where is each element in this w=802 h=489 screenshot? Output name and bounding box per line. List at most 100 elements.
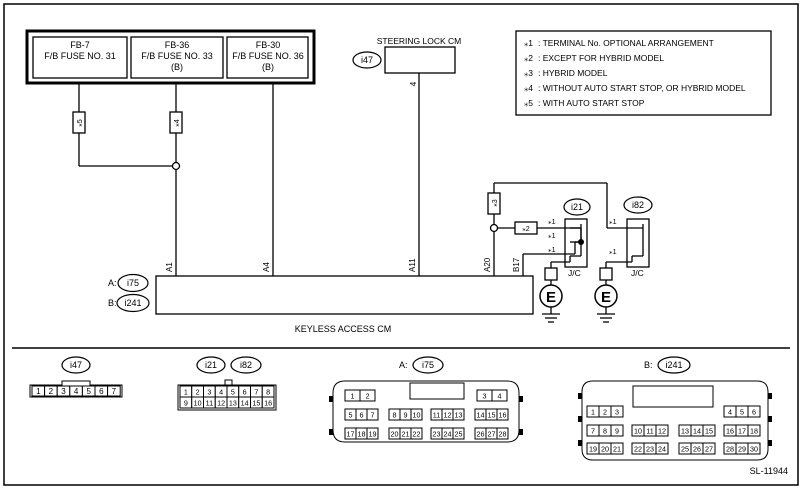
- pin-cell: [452, 427, 465, 440]
- keyless-access-cm: KEYLESS ACCESS CM A: i75 B: i241 A1 A4 A…: [108, 257, 534, 334]
- pin-number: 6: [752, 408, 756, 417]
- connector-i75-name: i75: [422, 360, 434, 370]
- pin-number: 23: [646, 445, 654, 454]
- pin-number: 5: [86, 387, 91, 396]
- connector-tag-i241-label: i241: [124, 298, 141, 308]
- pin-cell: [496, 408, 509, 421]
- splice-node: [171, 161, 181, 171]
- pin-number: 16: [726, 427, 734, 436]
- pin-number: 20: [601, 445, 609, 454]
- pin-number: 24: [444, 430, 452, 439]
- pin-number: 4: [728, 408, 732, 417]
- pin-number: 14: [477, 411, 485, 420]
- pin-cell: [261, 396, 275, 409]
- pin-number: 4: [498, 392, 502, 401]
- pin-cell: [655, 424, 669, 437]
- pin-number: 8: [393, 411, 397, 420]
- pin-number: 22: [634, 445, 642, 454]
- pin-number: 17: [738, 427, 746, 436]
- pin-number: 15: [252, 399, 260, 408]
- pin-number: 13: [229, 399, 237, 408]
- pin-number: 5: [740, 408, 744, 417]
- pin-number: 11: [646, 427, 653, 436]
- legend-box: ⁎1 : TERMINAL No. OPTIONAL ARRANGEMENT ⁎2:…: [515, 30, 772, 116]
- pin-number: 3: [61, 387, 66, 396]
- pin-number: 14: [241, 399, 249, 408]
- jc-right-mark-2: ⁎1: [609, 247, 617, 256]
- legend-mark: ⁎3: [524, 68, 533, 78]
- connector-i47-name: i47: [70, 360, 82, 370]
- pin-cell: [496, 427, 509, 440]
- pin-number: 9: [404, 411, 408, 420]
- pin-cell: [747, 442, 761, 455]
- connector-tag-i82-label: i82: [632, 200, 644, 210]
- connector-i241-name: i241: [665, 360, 682, 370]
- jc-left-mark-1: ⁎1: [548, 217, 556, 226]
- pin-number: 21: [402, 430, 410, 439]
- pin-number: 4: [219, 388, 223, 397]
- connector-tag-i21-label: i21: [571, 202, 583, 212]
- pin-number: 3: [207, 388, 211, 397]
- pin-number: 2: [366, 392, 370, 401]
- pin-a4: A4: [262, 262, 271, 272]
- pin-number: 27: [488, 430, 496, 439]
- pin-a20: A20: [483, 257, 492, 272]
- connector-tag-i47: [352, 51, 382, 69]
- pin-number: 24: [658, 445, 666, 454]
- pin-cell: [359, 389, 376, 402]
- legend-mark: ⁎1: [524, 38, 533, 48]
- ground-right-label: E: [601, 289, 611, 306]
- pin-number: 5: [349, 411, 353, 420]
- pin-number: 23: [433, 430, 441, 439]
- jc-right-mark-1: ⁎1: [609, 217, 617, 226]
- connector-tag-i47-label: i47: [361, 55, 373, 65]
- pin-number: 8: [603, 427, 607, 436]
- pin-number: 20: [391, 430, 399, 439]
- pin-cell: [655, 442, 669, 455]
- legend-mark: ⁎2: [524, 53, 533, 63]
- pin-cell: [410, 408, 423, 421]
- pin-number: 15: [488, 411, 496, 420]
- pin-number: 19: [369, 430, 377, 439]
- keyless-conn-b-prefix: B:: [108, 298, 117, 308]
- pin-number: 1: [591, 408, 595, 417]
- pin-number: 2: [196, 388, 200, 397]
- pin-number: 12: [658, 427, 666, 436]
- fuse-2-label: F/B FUSE NO. 33: [141, 51, 213, 61]
- pin-number: 5: [231, 388, 235, 397]
- pin-cell: [702, 424, 716, 437]
- keyless-title: KEYLESS ACCESS CM: [295, 324, 392, 334]
- pin-cell: [366, 427, 379, 440]
- pin-cell: [491, 389, 508, 402]
- legend-text: : EXCEPT FOR HYBRID MODEL: [538, 53, 664, 63]
- pin-number: 9: [615, 427, 619, 436]
- option-mark-4: ⁎4: [172, 119, 181, 127]
- legend-text: : TERMINAL No. OPTIONAL ARRANGEMENT: [538, 38, 714, 48]
- pin-number: 25: [681, 445, 689, 454]
- fuse-2-sub: (B): [171, 62, 183, 72]
- pin-number: 27: [705, 445, 713, 454]
- fuse-3-id: FB-30: [256, 40, 281, 50]
- connector-i21-name: i21: [205, 360, 217, 370]
- pin-number: 21: [613, 445, 621, 454]
- fuse-1-label: F/B FUSE NO. 31: [44, 51, 116, 61]
- pin-number: 13: [681, 427, 689, 436]
- legend-text: : WITH AUTO START STOP: [538, 98, 645, 108]
- pin-cell: [747, 424, 761, 437]
- pin-a11: A11: [408, 258, 417, 272]
- pin-number: 25: [455, 430, 463, 439]
- pin-number: 11: [433, 411, 440, 420]
- pin-number: 1: [184, 388, 188, 397]
- pin-cell: [610, 424, 624, 437]
- pin-number: 26: [693, 445, 701, 454]
- pin-number: 8: [266, 388, 270, 397]
- diagram-border: [3, 3, 799, 486]
- pin-number: 12: [217, 399, 225, 408]
- pin-number: 7: [591, 427, 595, 436]
- pin-number: 17: [347, 430, 355, 439]
- pin-number: 10: [634, 427, 642, 436]
- jc-right-label: J/C: [631, 268, 644, 278]
